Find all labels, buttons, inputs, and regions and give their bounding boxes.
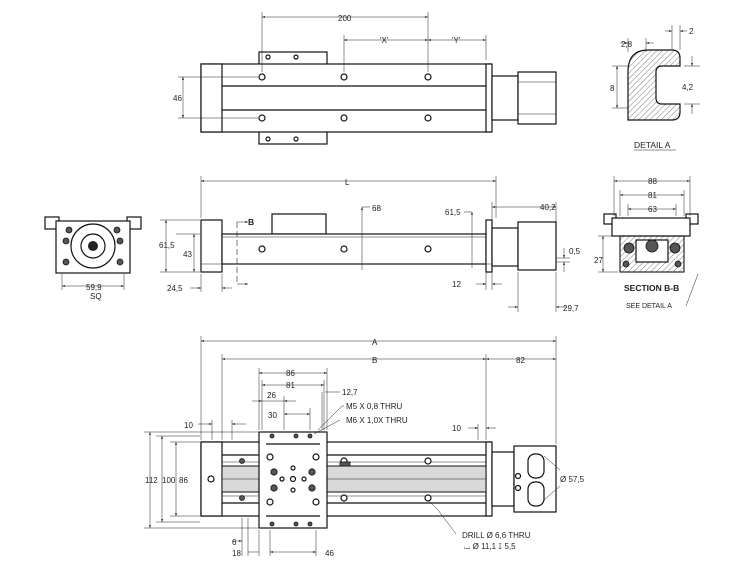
dim-sq: SQ xyxy=(90,292,102,301)
dim-59-9: 59,9 xyxy=(86,283,102,292)
dim-29-7: 29,7 xyxy=(563,304,579,313)
dim-12: 12 xyxy=(452,280,461,289)
dim-112: 112 xyxy=(145,476,158,485)
dim-12-7: 12,7 xyxy=(342,388,358,397)
end-view: 59,9 SQ xyxy=(44,216,142,301)
dim-18: 18 xyxy=(232,549,241,558)
section-title: SECTION B-B xyxy=(624,283,679,293)
dim-81-bottom: 81 xyxy=(286,381,295,390)
dim-68: 68 xyxy=(372,204,381,213)
dim-b: B xyxy=(372,356,377,365)
detail-dim-2: 2 xyxy=(689,27,694,36)
dim-82: 82 xyxy=(516,356,525,365)
detail-a-title: DETAIL A xyxy=(634,140,671,150)
detail-a-profile xyxy=(627,49,681,121)
dim-x-label: 'X' xyxy=(380,36,389,45)
section-dim-63: 63 xyxy=(648,205,657,214)
dim-26: 26 xyxy=(267,391,276,400)
dim-30: 30 xyxy=(268,411,277,420)
dim-a: A xyxy=(372,338,378,347)
detail-dim-2-8: 2,8 xyxy=(621,40,633,49)
dim-200-label: 200 xyxy=(338,14,352,23)
detail-a: 2,8 2 8 4,2 DETAIL A xyxy=(610,25,700,151)
dim-10-left: 10 xyxy=(184,421,193,430)
dim-40-2: 40,2 xyxy=(540,203,556,212)
see-detail-a: SEE DETAIL A xyxy=(626,303,672,310)
section-dim-81: 81 xyxy=(648,191,657,200)
side-carriage xyxy=(271,213,327,235)
side-motor xyxy=(517,221,557,271)
dim-0-5: 0,5 xyxy=(569,247,581,256)
dim-l: L xyxy=(345,178,350,187)
dim-y-label: 'Y' xyxy=(452,36,461,45)
detail-dim-8: 8 xyxy=(610,84,615,93)
dim-6: 6 xyxy=(232,538,237,547)
note-m5: M5 X 0,8 THRU xyxy=(346,402,403,411)
note-m6: M6 X 1,0X THRU xyxy=(346,416,408,425)
section-dim-88: 88 xyxy=(648,177,657,186)
dim-86: 86 xyxy=(286,369,295,378)
note-cbore: ⌴ Ø 11,1 ↧ 5,5 xyxy=(464,542,516,551)
note-drill: DRILL Ø 6,6 THRU xyxy=(462,531,531,540)
top-left-end xyxy=(200,63,223,133)
side-view: B L 68 61,5 40,2 61,5 43 0,5 xyxy=(159,176,581,313)
dim-46-label: 46 xyxy=(173,94,182,103)
section-dim-27: 27 xyxy=(594,256,603,265)
section-mark: B xyxy=(248,217,254,227)
dim-100: 100 xyxy=(162,476,176,485)
dim-24-5: 24,5 xyxy=(167,284,183,293)
side-rail xyxy=(221,233,487,265)
bottom-view: A B 82 86 81 26 12,7 10 30 xyxy=(144,336,585,558)
dim-86-v: 86 xyxy=(179,476,188,485)
dim-57-5: Ø 57,5 xyxy=(560,475,585,484)
dim-10-right: 10 xyxy=(452,424,461,433)
section-bb: 88 81 63 27 SECTION B-B SEE DETAIL A xyxy=(594,176,699,310)
top-motor xyxy=(517,71,557,125)
dim-43: 43 xyxy=(183,250,192,259)
top-view: 200 'X' 'Y' 46 xyxy=(173,12,557,145)
dim-61-5-top: 61,5 xyxy=(445,208,461,217)
dim-46-bottom: 46 xyxy=(325,549,334,558)
detail-dim-4-2: 4,2 xyxy=(682,83,694,92)
dim-61-5-left: 61,5 xyxy=(159,241,175,250)
